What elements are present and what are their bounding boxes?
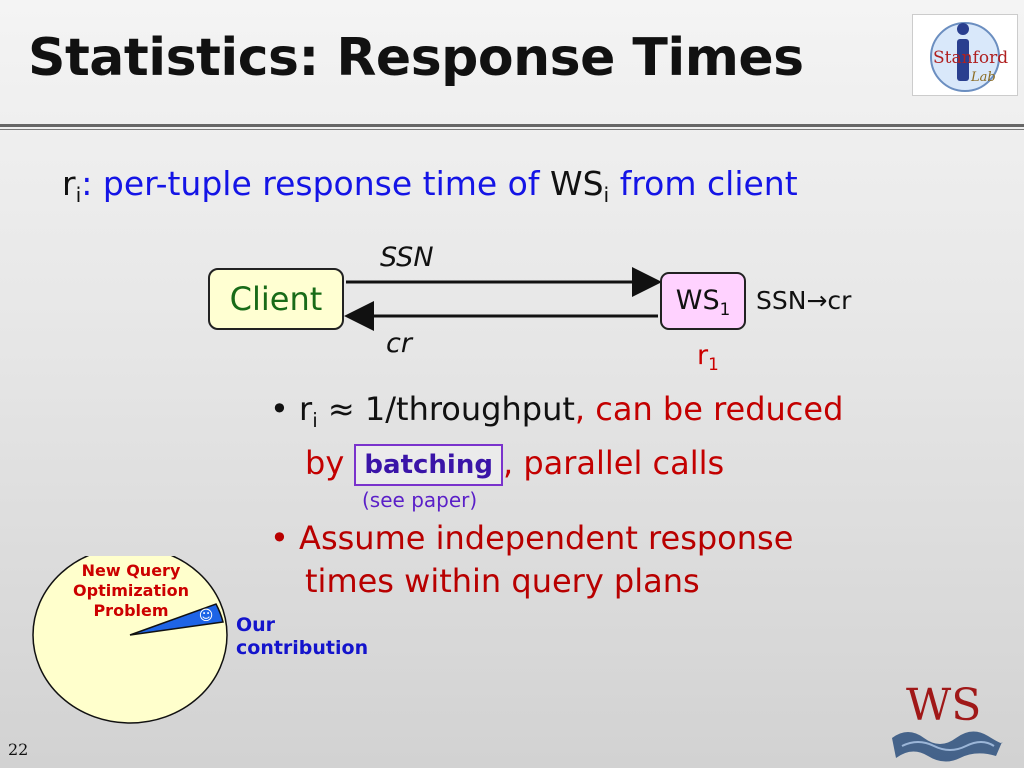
svg-text:Stanford: Stanford <box>933 48 1008 68</box>
b1-by: by <box>305 443 355 482</box>
bullet-1-line-2: by batching, parallel calls <box>270 442 843 486</box>
pie-main <box>32 556 228 724</box>
ws-label: WS <box>675 285 720 316</box>
pie-slice-contribution <box>129 603 224 636</box>
def-text2: from client <box>609 164 798 203</box>
ws-logo: WS <box>892 680 1003 762</box>
stanford-lab-logo: Stanford Lab <box>912 14 1018 96</box>
title-divider <box>0 124 1024 127</box>
contrib-line-1: Our <box>236 614 276 636</box>
b2-line2: times within query plans <box>305 562 700 600</box>
pie-label-3: Problem <box>93 601 169 620</box>
pie-chart: ☺ <box>32 556 228 724</box>
def-r-sub: i <box>75 183 82 208</box>
pie-label-1: New Query <box>81 561 181 580</box>
contrib-line-2: contribution <box>236 637 369 659</box>
slide-title: Statistics: Response Times <box>28 28 804 88</box>
definition-line: ri: per-tuple response time of WSi from … <box>62 164 798 207</box>
client-box: Client <box>208 268 344 330</box>
see-paper-note: (see paper) <box>362 488 478 512</box>
def-text1: : per-tuple response time of <box>81 164 550 203</box>
contribution-label: Our contribution <box>236 614 368 660</box>
r1-sub: 1 <box>708 353 719 374</box>
pie-label: New Query Optimization Problem <box>56 561 206 621</box>
svg-text:WS: WS <box>906 680 981 731</box>
b1-r: r <box>299 390 313 428</box>
b1-rest: , parallel calls <box>502 443 725 482</box>
b1-text: ≈ 1/throughput <box>317 390 575 428</box>
smiley-icon: ☺ <box>199 608 214 624</box>
b1-red: , can be reduced <box>574 390 844 428</box>
response-time-label: r1 <box>697 340 719 374</box>
def-ws-sub: i <box>603 183 610 208</box>
bullet-2: • Assume independent response times with… <box>270 517 793 603</box>
b2-line1: Assume independent response <box>299 519 794 557</box>
bullet-1: • ri ≈ 1/throughput, can be reduced by b… <box>270 388 843 486</box>
svg-text:Lab: Lab <box>970 70 996 85</box>
bullet-2-line-2: times within query plans <box>270 560 793 603</box>
bullet-dot: • <box>270 390 300 428</box>
forward-label: SSN <box>380 242 434 273</box>
batching-box: batching <box>354 443 503 486</box>
def-r: r <box>62 164 76 203</box>
b1-sub: i <box>312 408 318 432</box>
webservice-box: WS1 <box>660 272 746 330</box>
return-label: cr <box>386 328 412 359</box>
ws-mapping: SSN→cr <box>756 286 852 315</box>
title-divider-thin <box>0 129 1024 130</box>
bullet-dot: • <box>270 519 300 557</box>
pie-label-2: Optimization <box>73 581 189 600</box>
bullet-1-line-1: • ri ≈ 1/throughput, can be reduced <box>270 388 843 442</box>
page-number: 22 <box>8 740 29 759</box>
def-ws: WS <box>549 164 604 203</box>
r1-r: r <box>697 340 709 371</box>
bullet-2-line-1: • Assume independent response <box>270 517 793 560</box>
ws-label-sub: 1 <box>719 298 731 319</box>
